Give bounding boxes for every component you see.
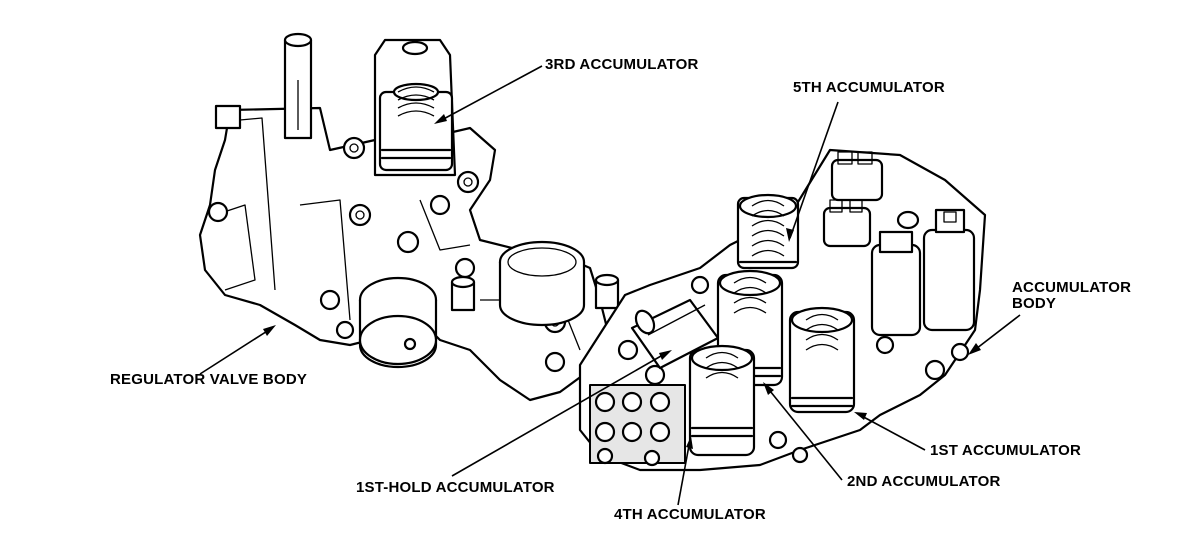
label-2nd-accumulator: 2ND ACCUMULATOR (847, 473, 1001, 490)
label-accumulator-body-line1: ACCUMULATOR (1012, 279, 1132, 296)
fourth-accumulator-part (688, 344, 756, 457)
label-regulator-valve-body: REGULATOR VALVE BODY (110, 371, 308, 388)
label-4th-accumulator: 4TH ACCUMULATOR (614, 506, 766, 523)
label-accumulator-body-line2: BODY (1012, 295, 1057, 312)
fifth-accumulator-part (736, 193, 800, 270)
leader-lines (199, 65, 1021, 506)
label-1st-accumulator: 1ST ACCUMULATOR (930, 442, 1082, 459)
label-1st-hold-accumulator: 1ST-HOLD ACCUMULATOR (356, 479, 555, 496)
third-accumulator-part (373, 38, 457, 177)
label-3rd-accumulator: 3RD ACCUMULATOR (545, 56, 699, 73)
label-5th-accumulator: 5TH ACCUMULATOR (793, 79, 945, 96)
regulator-valve-body-casting (198, 32, 620, 402)
first-accumulator-part (788, 306, 856, 414)
